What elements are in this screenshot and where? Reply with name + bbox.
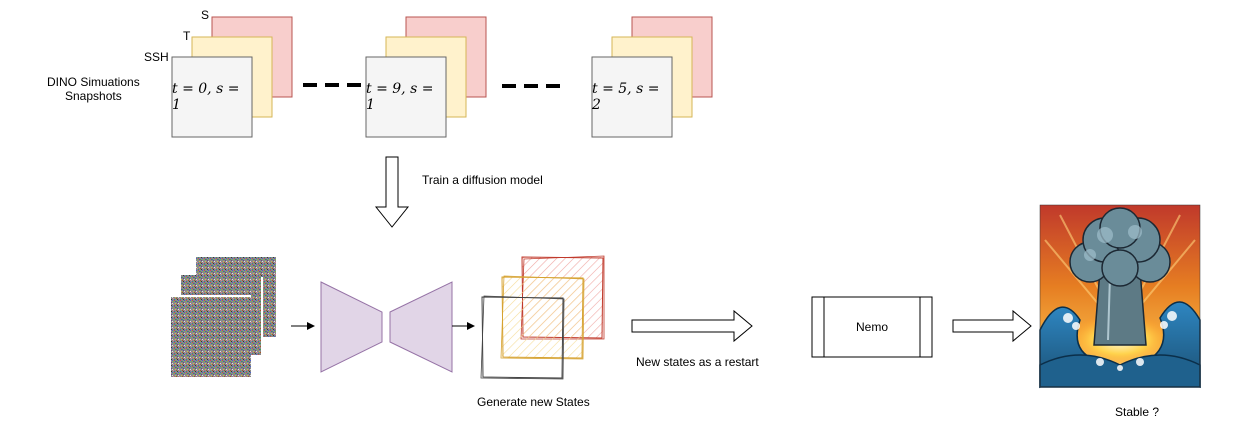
stable-label: Stable ? xyxy=(1115,405,1160,419)
explosion-image xyxy=(1039,204,1201,389)
snapshot-stack-3 xyxy=(591,16,713,138)
generate-label: Generate new States xyxy=(477,395,590,409)
generated-t-layer xyxy=(500,275,585,360)
noise-image-front xyxy=(171,297,251,377)
layer-label-s: S xyxy=(201,8,210,22)
snapshot-stack-2 xyxy=(365,16,487,138)
layer-label-t: T xyxy=(183,29,191,43)
train-arrow xyxy=(374,156,410,228)
layer-label-ssh: SSH xyxy=(144,50,169,64)
snapshot-stack-1 xyxy=(171,16,293,138)
result-arrow xyxy=(952,309,1032,343)
dataset-title-line2: Snapshots xyxy=(65,89,122,103)
nemo-label: Nemo xyxy=(855,320,888,334)
noise-images xyxy=(171,257,276,377)
ssh-layer xyxy=(171,56,253,138)
ssh-layer xyxy=(365,56,447,138)
dataset-title-line1: DINO Simuations xyxy=(47,75,140,89)
ssh-layer xyxy=(591,56,673,138)
nemo-process-box xyxy=(811,296,933,358)
generated-states xyxy=(480,255,605,380)
train-label: Train a diffusion model xyxy=(422,173,543,187)
encoder-shape xyxy=(320,281,383,373)
restart-label: New states as a restart xyxy=(636,355,759,369)
restart-arrow xyxy=(631,309,753,343)
decoder-shape xyxy=(389,281,453,373)
generated-ssh-layer xyxy=(480,295,565,380)
